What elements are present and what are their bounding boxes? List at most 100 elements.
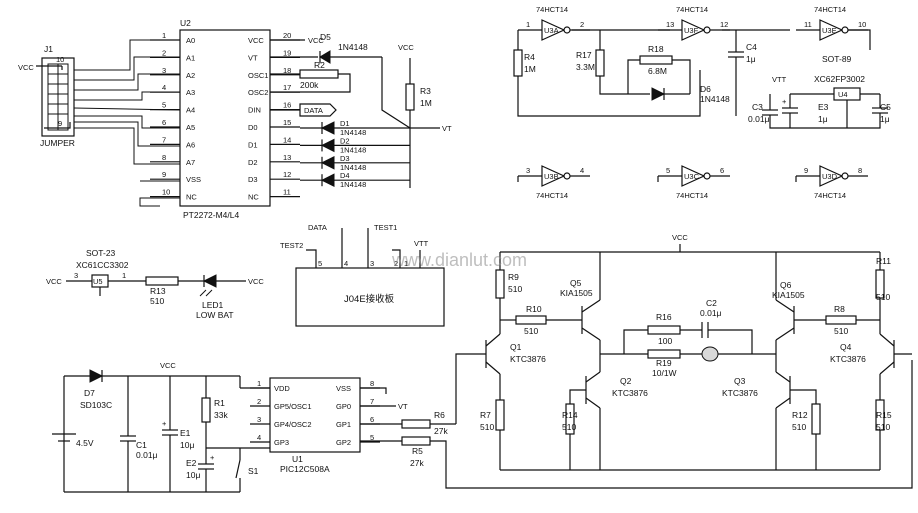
r7-resistor bbox=[495, 399, 505, 431]
r2-value: 200k bbox=[300, 80, 319, 90]
data-diode-ref: D1 bbox=[340, 119, 350, 128]
u2-pin-name: D2 bbox=[248, 158, 258, 167]
u1-pin-number: 8 bbox=[370, 379, 374, 388]
q5-ref: Q5 bbox=[570, 278, 582, 288]
u2-pin-number: 10 bbox=[162, 188, 170, 197]
r7-value: 510 bbox=[480, 422, 494, 432]
bridge-vcc-label: VCC bbox=[672, 233, 688, 242]
r3-value: 1M bbox=[420, 98, 432, 108]
u1-part: PIC12C508A bbox=[280, 464, 330, 474]
battery-voltage: 4.5V bbox=[76, 438, 94, 448]
r2-resistor bbox=[299, 69, 339, 79]
r12-ref: R12 bbox=[792, 410, 808, 420]
r19-value: 10/1W bbox=[652, 368, 677, 378]
u5-pin-out: 1 bbox=[122, 271, 126, 280]
u5-ref: U5 bbox=[93, 277, 103, 286]
decoder-section: U2 PT2272-M4/L4 1A02A13A24A35A46A57A68A7… bbox=[18, 18, 452, 220]
data-diode-part: 1N4148 bbox=[340, 163, 366, 172]
r5-ref: R5 bbox=[412, 446, 423, 456]
r2-ref: R2 bbox=[314, 60, 325, 70]
e2-plus: + bbox=[210, 453, 215, 462]
data-diode bbox=[320, 138, 335, 153]
r11-value: 510 bbox=[876, 292, 890, 302]
u1-vt-label: VT bbox=[398, 402, 408, 411]
gate-ref: U3E bbox=[822, 26, 837, 35]
u2-pin-name: VSS bbox=[186, 175, 201, 184]
q4-transistor bbox=[879, 320, 912, 400]
data-net-flag bbox=[299, 103, 337, 117]
din-data-label: DATA bbox=[304, 106, 323, 115]
c4-value: 1μ bbox=[746, 54, 756, 64]
q4-part: KTC3876 bbox=[830, 354, 866, 364]
u2-pin-name: A3 bbox=[186, 88, 195, 97]
gate-in-pin: 1 bbox=[526, 20, 530, 29]
receiver-board-label: J04E接收板 bbox=[344, 293, 395, 305]
r1-value: 33k bbox=[214, 410, 228, 420]
u2-ref: U2 bbox=[180, 18, 191, 28]
u2-pin-number: 19 bbox=[283, 48, 291, 57]
gate-out-pin: 4 bbox=[580, 166, 584, 175]
u2-pin-name: A2 bbox=[186, 71, 195, 80]
r4-ref: R4 bbox=[524, 52, 535, 62]
led1-vcc-label: VCC bbox=[248, 277, 264, 286]
u2-pin-number: 15 bbox=[283, 118, 291, 127]
u2-pin-name: A1 bbox=[186, 53, 195, 62]
j1-label: JUMPER bbox=[40, 138, 75, 148]
q3-ref: Q3 bbox=[734, 376, 746, 386]
r6-ref: R6 bbox=[434, 410, 445, 420]
u2-pin-number: 17 bbox=[283, 83, 291, 92]
gate-ref: U3D bbox=[822, 172, 838, 181]
c5-ref: C5 bbox=[880, 102, 891, 112]
data-diode-ref: D2 bbox=[340, 136, 350, 145]
receiver-pin-number: 2 bbox=[394, 259, 398, 268]
data-diode-part: 1N4148 bbox=[340, 128, 366, 137]
gate-in-pin: 13 bbox=[666, 20, 674, 29]
u4-pkg: SOT-89 bbox=[822, 54, 852, 64]
u2-pin-name: NC bbox=[248, 193, 259, 202]
e3-ref: E3 bbox=[818, 102, 829, 112]
r10-value: 510 bbox=[524, 326, 538, 336]
receiver-vtt-label: VTT bbox=[414, 239, 429, 248]
u1-pin-number: 2 bbox=[257, 397, 261, 406]
u5-pin-in: 3 bbox=[74, 271, 78, 280]
u1-pin-name: VDD bbox=[274, 384, 290, 393]
q2-transistor bbox=[569, 371, 601, 470]
receiver-pin-number: 4 bbox=[344, 259, 348, 268]
u2-pin-number: 12 bbox=[283, 170, 291, 179]
u1-ic-body bbox=[269, 377, 361, 453]
led1-ref: LED1 bbox=[202, 300, 224, 310]
gate-out-pin: 8 bbox=[858, 166, 862, 175]
u1-pin-number: 7 bbox=[370, 397, 374, 406]
u2-pin-name: DIN bbox=[248, 106, 261, 115]
j1-pin-9: 9 bbox=[58, 119, 62, 128]
r5-resistor bbox=[401, 436, 431, 446]
d6-diode bbox=[651, 87, 666, 101]
r1-ref: R1 bbox=[214, 398, 225, 408]
j1-pin-rows bbox=[48, 64, 68, 130]
gate-part: 74HCT14 bbox=[536, 191, 568, 200]
u2-pin-name: VCC bbox=[248, 36, 264, 45]
j1-ref: J1 bbox=[44, 44, 53, 54]
r10-resistor bbox=[515, 315, 547, 325]
q3-transistor bbox=[775, 371, 817, 470]
vt-output-label: VT bbox=[442, 124, 452, 133]
q1-part: KTC3876 bbox=[510, 354, 546, 364]
e1-value: 10μ bbox=[180, 440, 194, 450]
u2-pin-number: 20 bbox=[283, 31, 291, 40]
data-diode-part: 1N4148 bbox=[340, 180, 366, 189]
u1-pin-number: 4 bbox=[257, 433, 261, 442]
motor-icon bbox=[701, 346, 719, 362]
receiver-pin-number: 1 bbox=[404, 259, 408, 268]
r14-value: 510 bbox=[562, 422, 576, 432]
u1-pin-name: GP4/OSC2 bbox=[274, 420, 312, 429]
r13-resistor bbox=[145, 276, 179, 286]
e3-plus: + bbox=[782, 97, 787, 106]
q5-part: KIA1505 bbox=[560, 288, 593, 298]
gate-part: 74HCT14 bbox=[676, 191, 708, 200]
receiver-pin-number: 3 bbox=[370, 259, 374, 268]
u2-pin-number: 1 bbox=[162, 31, 166, 40]
